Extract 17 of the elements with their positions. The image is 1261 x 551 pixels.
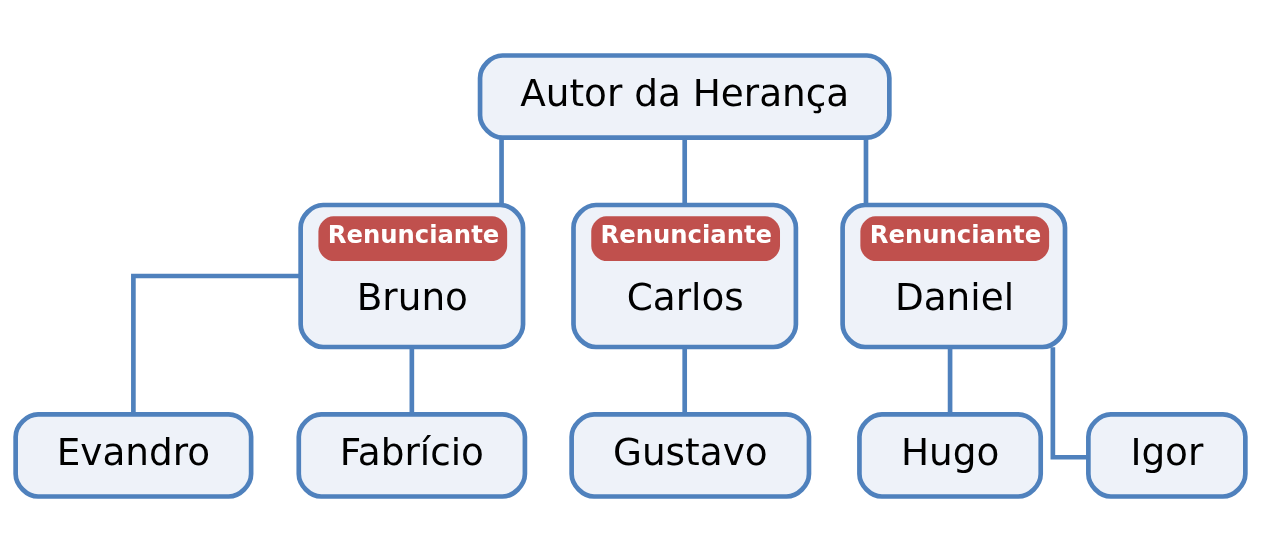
node-box: Renunciante Daniel <box>840 202 1068 349</box>
connector <box>131 273 301 414</box>
connector <box>682 346 688 414</box>
node-box: Igor <box>1086 411 1248 499</box>
node-box: Evandro <box>13 411 254 499</box>
connector <box>499 137 504 204</box>
node-box: Fabrício <box>296 411 528 499</box>
connector <box>409 346 415 414</box>
node-box: Autor da Herança <box>477 52 892 140</box>
node-box: Renunciante Bruno <box>298 202 526 349</box>
connector <box>682 137 688 204</box>
connector <box>863 137 869 204</box>
node-box: Hugo <box>857 411 1044 499</box>
connector <box>947 346 953 414</box>
node-box: Renunciante Carlos <box>571 202 799 349</box>
node-box: Gustavo <box>569 411 812 499</box>
connector <box>1050 346 1089 460</box>
